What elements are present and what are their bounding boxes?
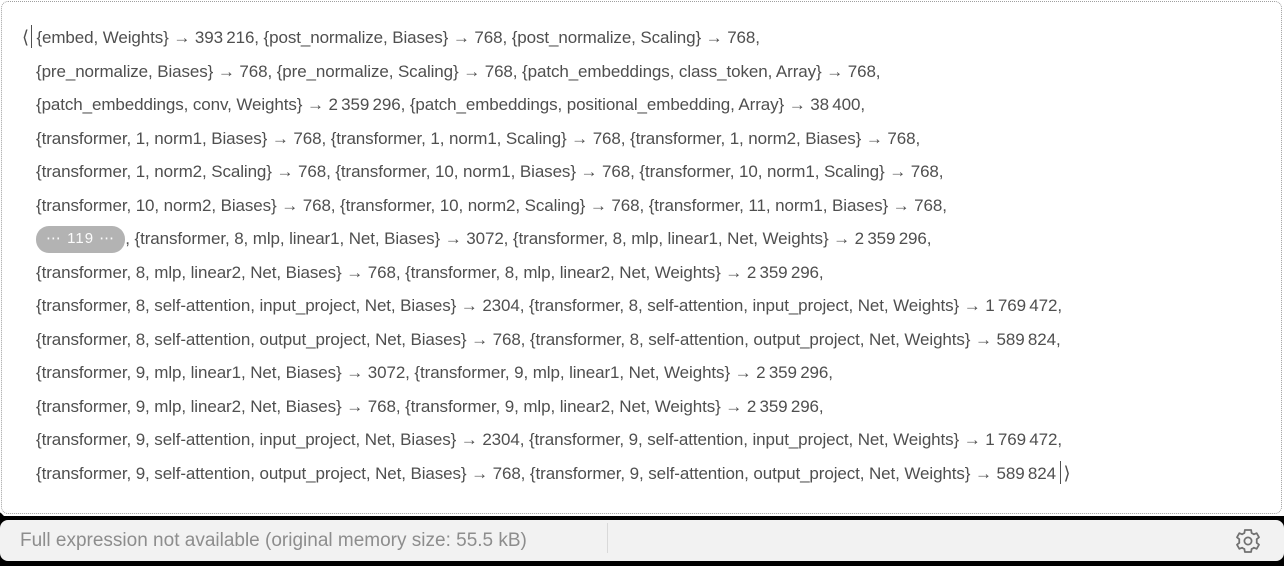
expression-line: {transformer, 8, self-attention, output_… [36, 323, 1274, 357]
association-open-bar [30, 25, 33, 48]
expression-line: {transformer, 9, mlp, linear1, Net, Bias… [36, 356, 1274, 390]
status-bar-divider [607, 523, 608, 553]
expression-line: {transformer, 10, norm2, Biases} → 768, … [36, 189, 1274, 223]
cell-divider-line [0, 512, 1284, 523]
expression-line: {transformer, 9, self-attention, output_… [36, 457, 1274, 491]
expression-line: {transformer, 1, norm1, Biases} → 768, {… [36, 122, 1274, 156]
expression-line: {patch_embeddings, conv, Weights} → 2 35… [36, 88, 1274, 122]
expression-text: , {transformer, 8, mlp, linear1, Net, Bi… [125, 229, 932, 248]
association-open-bracket: ⟨ [22, 25, 36, 48]
expression-line: ⋯ 119 ⋯, {transformer, 8, mlp, linear1, … [36, 222, 1274, 256]
association-expression: ⟨{embed, Weights} → 393 216, {post_norma… [22, 21, 1274, 491]
expression-text: {transformer, 8, self-attention, input_p… [36, 296, 1062, 315]
gear-icon [1236, 528, 1260, 553]
expression-text: {transformer, 9, mlp, linear1, Net, Bias… [36, 363, 833, 382]
expression-text: {transformer, 9, mlp, linear2, Net, Bias… [36, 396, 824, 416]
expression-text: {transformer, 8, mlp, linear2, Net, Bias… [36, 262, 824, 282]
expression-text: {transformer, 10, norm2, Biases} → 768, … [36, 195, 947, 215]
expression-line: {pre_normalize, Biases} → 768, {pre_norm… [36, 55, 1274, 89]
expression-text: {pre_normalize, Biases} → 768, {pre_norm… [36, 61, 881, 81]
expression-text: {embed, Weights} → 393 216, {post_normal… [36, 28, 760, 47]
expression-line: {transformer, 8, self-attention, input_p… [36, 289, 1274, 323]
expression-line: {transformer, 9, mlp, linear2, Net, Bias… [36, 390, 1274, 424]
expression-line: ⟨{embed, Weights} → 393 216, {post_norma… [22, 21, 1274, 55]
settings-button[interactable] [1220, 520, 1276, 561]
expression-text: {transformer, 1, norm1, Biases} → 768, {… [36, 128, 921, 148]
expression-text: {transformer, 8, self-attention, output_… [36, 329, 1061, 349]
expression-line: {transformer, 9, self-attention, input_p… [36, 423, 1274, 457]
elision-count-badge[interactable]: ⋯ 119 ⋯ [36, 226, 126, 253]
expression-line: {transformer, 1, norm2, Scaling} → 768, … [36, 155, 1274, 189]
status-bar: Full expression not available (original … [0, 520, 1284, 561]
expression-text: {transformer, 9, self-attention, input_p… [36, 430, 1062, 449]
status-message: Full expression not available (original … [20, 529, 527, 551]
expression-panel: ⟨{embed, Weights} → 393 216, {post_norma… [0, 0, 1284, 517]
association-close-bar [1059, 460, 1062, 484]
expression-text: {patch_embeddings, conv, Weights} → 2 35… [36, 95, 865, 114]
association-close-bracket: ⟩ [1056, 460, 1071, 484]
expression-text: {transformer, 9, self-attention, output_… [36, 463, 1056, 483]
expression-line: {transformer, 8, mlp, linear2, Net, Bias… [36, 256, 1274, 290]
expression-text: {transformer, 1, norm2, Scaling} → 768, … [36, 162, 944, 181]
